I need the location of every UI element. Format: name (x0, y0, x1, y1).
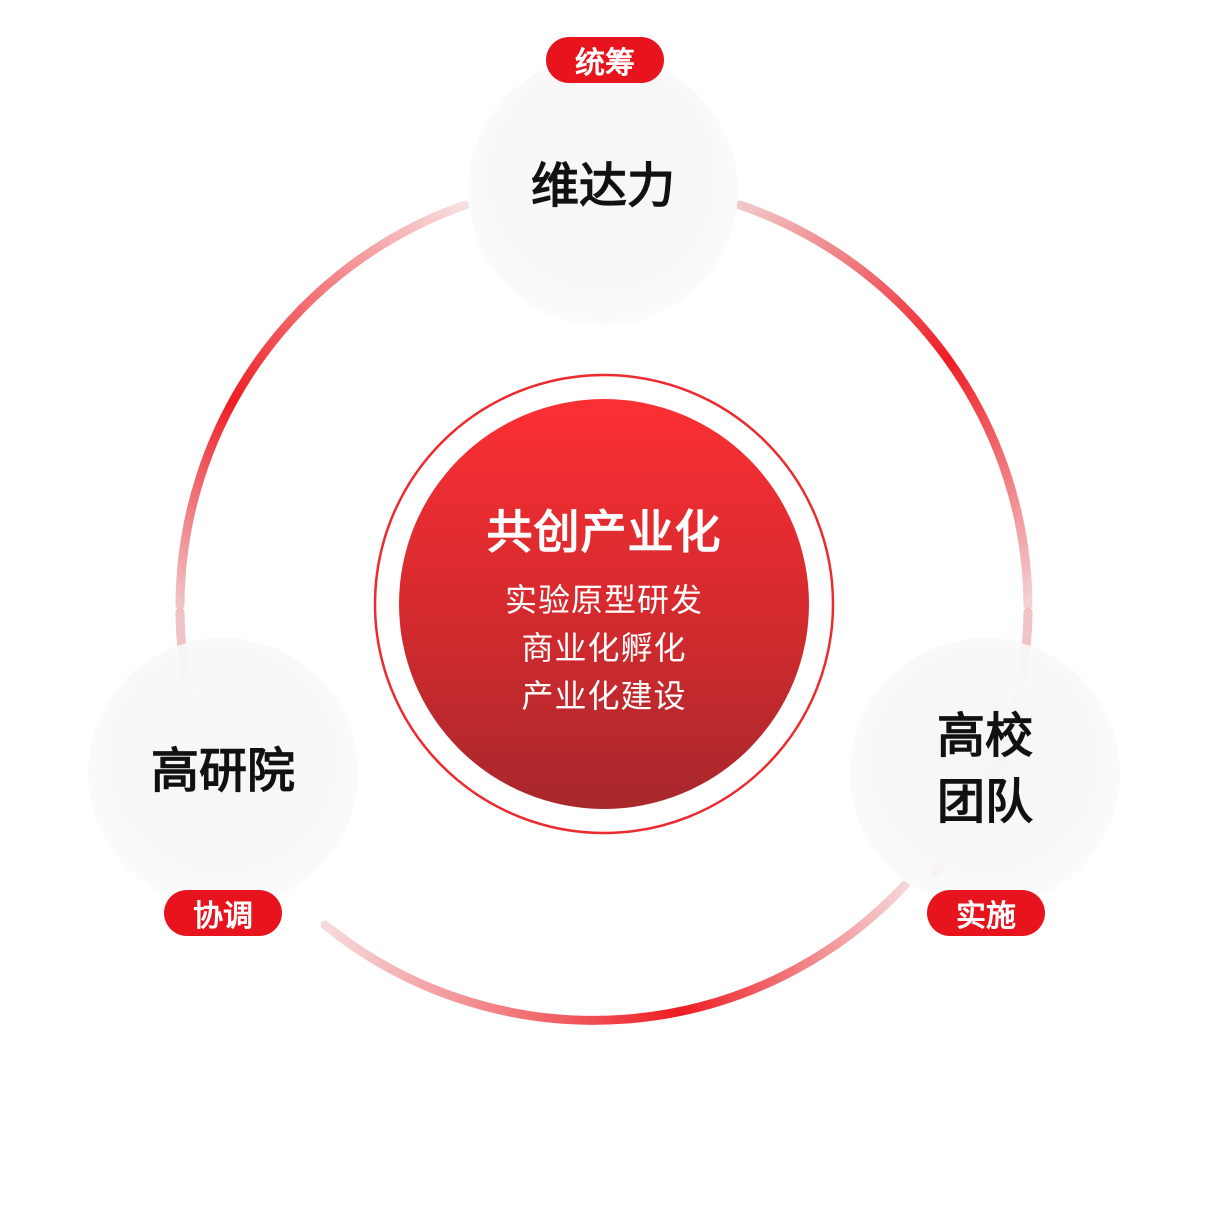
inner-ring (373, 373, 835, 835)
ring-segment-bottom (320, 880, 910, 1025)
center-title: 共创产业化 (486, 505, 722, 559)
node-top: 维达力 (468, 56, 738, 326)
node-right: 高校 团队 (850, 638, 1120, 908)
center-line-1: 实验原型研发 (504, 581, 703, 619)
node-left: 高研院 (88, 638, 358, 908)
center-line-3: 产业化建设 (521, 677, 687, 715)
node-left-label: 高研院 (150, 743, 295, 799)
ring-segment-top-right (735, 200, 1033, 610)
badge-right: 实施 (927, 890, 1045, 936)
badge-left: 协调 (164, 890, 282, 936)
node-top-label: 维达力 (530, 158, 675, 214)
center-core-circle: 共创产业化 实验原型研发 商业化孵化 产业化建设 (399, 399, 809, 809)
badge-top: 统筹 (546, 37, 664, 83)
ring-segment-top-left (175, 200, 470, 610)
node-right-label-line2: 团队 (936, 774, 1033, 830)
center-line-2: 商业化孵化 (521, 629, 687, 667)
node-right-label-line1: 高校 (936, 708, 1033, 764)
